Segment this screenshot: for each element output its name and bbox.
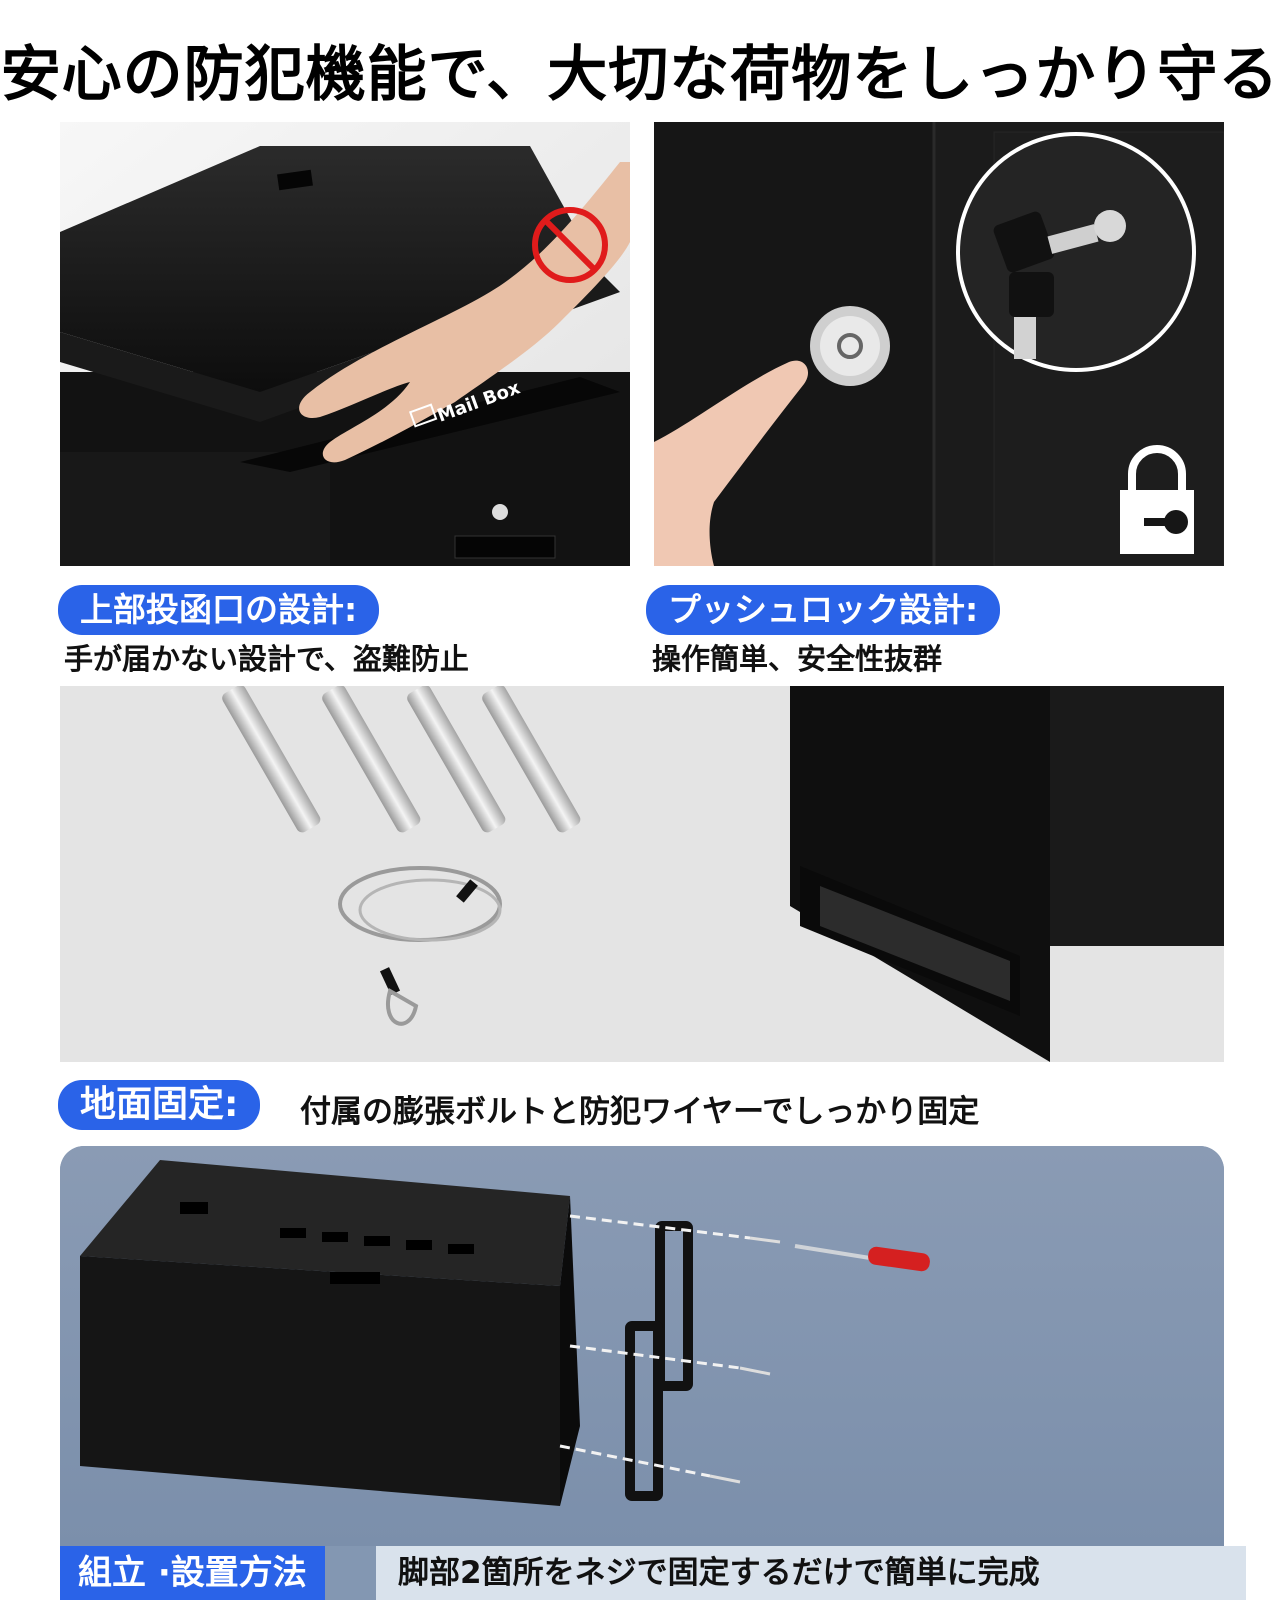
page-title: 安心の防犯機能で、大切な荷物をしっかり守る [0,40,1280,110]
ground-fix-caption: 付属の膨張ボルトと防犯ワイヤーでしっかり固定 [300,1094,980,1130]
ground-fix-badge: 地面固定: [58,1080,261,1130]
prohibit-icon [532,207,608,283]
top-slot-badge: 上部投函口の設計: [58,585,380,635]
top-slot-photo: Mail Box [60,122,630,566]
ground-fixing-photo [60,686,1224,1062]
assembly-photo [60,1146,1224,1600]
padlock-key-icon [1120,445,1194,554]
assembly-badge: 組立 ·設置方法 [60,1546,325,1600]
push-lock-badge: プッシュロック設計: [646,585,1001,635]
push-lock-caption: 操作簡単、安全性抜群 [652,642,943,676]
top-slot-caption: 手が届かない設計で、盗難防止 [64,642,469,676]
envelope-icon [408,403,438,428]
push-lock-photo [654,122,1224,566]
assembly-caption: 脚部2箇所をネジで固定するだけで簡単に完成 [376,1546,1246,1600]
